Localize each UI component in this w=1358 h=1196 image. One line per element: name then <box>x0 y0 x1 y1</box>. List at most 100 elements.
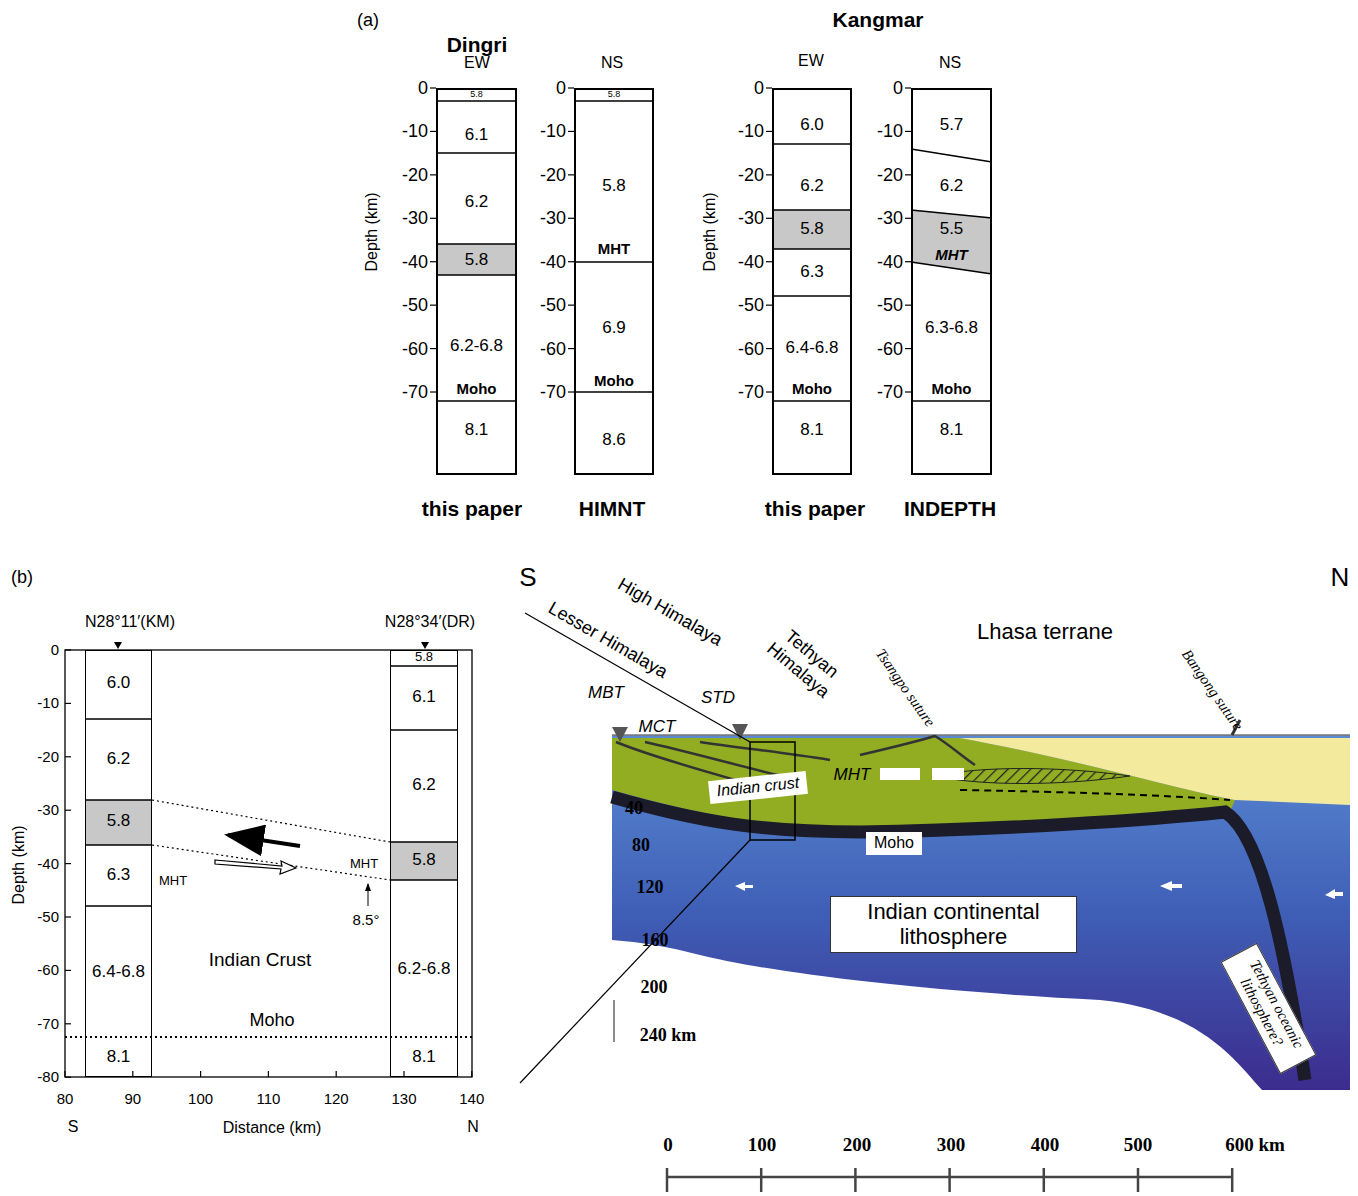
velocity-column: 5.76.25.5MHT6.3-6.8Moho8.1 <box>911 88 992 475</box>
figure-label: 120 <box>637 877 664 898</box>
figure-label: Kangmar <box>832 8 923 32</box>
figure-label: Bangong suture <box>1178 646 1247 734</box>
figure-label: -20 <box>877 165 903 186</box>
figure-label: -20 <box>37 748 59 765</box>
figure-label: 0 <box>754 78 764 99</box>
tick-mark <box>65 756 71 757</box>
figure-label: Tsangpo suture <box>872 646 938 730</box>
mht-bottom-line <box>152 845 390 880</box>
figure-label: N28°11′(KM) <box>85 613 175 631</box>
layer-value: 6.2-6.8 <box>391 960 457 979</box>
figure-label: NS <box>601 54 623 72</box>
figure-label: 200 <box>641 977 668 998</box>
figure-label: N28°34′(DR) <box>385 613 475 631</box>
figure-label: S <box>519 563 536 593</box>
figure-label: this paper <box>422 497 522 521</box>
figure-label: -50 <box>37 908 59 925</box>
figure-label: 80 <box>632 835 650 856</box>
velocity-column: 5.85.8MHT6.9Moho8.6 <box>574 88 654 475</box>
figure-label: -70 <box>877 382 903 403</box>
figure-label: -10 <box>402 121 428 142</box>
figure-label: MBT <box>588 683 624 703</box>
figure-label: (b) <box>11 567 33 588</box>
layer-value: 6.2 <box>86 750 151 769</box>
layer-value: Moho <box>576 373 652 390</box>
figure-label: 80 <box>57 1090 74 1107</box>
layer-value: MHT <box>576 241 652 258</box>
figure-label: -30 <box>877 208 903 229</box>
scale-bar <box>667 1168 1232 1192</box>
figure-label: -70 <box>402 382 428 403</box>
layer-value: 6.3 <box>86 866 151 885</box>
figure-label: -30 <box>738 208 764 229</box>
layer-value: 6.0 <box>86 674 151 693</box>
figure-label: Distance (km) <box>223 1119 322 1137</box>
tick-mark <box>336 1071 337 1077</box>
figure-label: -30 <box>540 208 566 229</box>
figure-label: 8.5° <box>353 911 380 928</box>
tick-mark <box>1231 1168 1234 1192</box>
figure-label: 100 <box>188 1090 213 1107</box>
figure-label: -40 <box>738 251 764 272</box>
figure-label: 200 <box>843 1134 872 1156</box>
layer-value: MHT <box>913 247 990 264</box>
layer-value: 8.1 <box>391 1048 457 1067</box>
figure-label: INDEPTH <box>904 497 996 521</box>
layer-value: 6.3-6.8 <box>913 319 990 338</box>
motion-arrow <box>228 835 300 846</box>
figure-label: High Himalaya <box>614 574 726 650</box>
region-name: Moho <box>873 834 915 852</box>
figure-label: Depth (km) <box>10 825 28 904</box>
figure-label: -50 <box>540 295 566 316</box>
layer-value: 5.5 <box>913 220 990 239</box>
figure-label: 100 <box>748 1134 777 1156</box>
figure-label: EW <box>464 54 490 72</box>
layer-value: 6.2 <box>774 177 850 196</box>
figure-label: -60 <box>877 338 903 359</box>
layer-value: Moho <box>774 381 850 398</box>
velocity-column: 6.06.25.86.36.4-6.8Moho8.1 <box>772 88 852 475</box>
tick-mark <box>65 863 71 864</box>
tick-mark <box>65 916 71 917</box>
figure-label: -70 <box>540 382 566 403</box>
figure-label: Indian Crust <box>209 949 311 971</box>
figure-label: -20 <box>540 165 566 186</box>
figure-label: -40 <box>37 855 59 872</box>
figure-label: 40 <box>625 798 643 819</box>
figure-label: -40 <box>402 251 428 272</box>
figure-label: 400 <box>1031 1134 1060 1156</box>
figure-label: 0 <box>51 641 59 658</box>
figure-label: -50 <box>402 295 428 316</box>
layer-value: 6.1 <box>391 688 457 707</box>
figure-label: 0 <box>418 78 428 99</box>
figure-label: MHT <box>159 874 187 889</box>
figure-label: -60 <box>402 338 428 359</box>
velocity-column: 6.06.25.86.36.4-6.88.1 <box>85 650 152 1077</box>
figure-label: 240 km <box>640 1025 697 1046</box>
figure-label: 90 <box>124 1090 141 1107</box>
motion-arrow-hollow <box>215 860 296 874</box>
layer-value: 8.6 <box>576 431 652 450</box>
figure-label: -20 <box>738 165 764 186</box>
layer-value: 5.8 <box>438 90 515 100</box>
layer-value: 8.1 <box>86 1048 151 1067</box>
layer-value: 6.3 <box>774 263 850 282</box>
figure-label: 300 <box>937 1134 966 1156</box>
layer-value: 5.7 <box>913 116 990 135</box>
figure-label: Tethyan Himalaya <box>761 620 849 703</box>
figure-label: -40 <box>540 251 566 272</box>
figure-label: 110 <box>256 1090 280 1107</box>
layer-value: 5.8 <box>391 650 457 664</box>
figure-label: N <box>467 1118 479 1136</box>
layer-value: 6.4-6.8 <box>774 339 850 358</box>
cross-section <box>520 613 1350 1090</box>
layer-value: 6.9 <box>576 319 652 338</box>
figure-label: -60 <box>540 338 566 359</box>
tick-mark <box>200 1071 201 1077</box>
tick-mark <box>268 1071 269 1077</box>
velocity-column: 5.86.16.25.86.2-6.88.1 <box>390 650 458 1077</box>
layer-value: 5.8 <box>438 251 515 270</box>
figure-label: this paper <box>765 497 865 521</box>
layer-value: 6.2-6.8 <box>438 337 515 356</box>
station-marker <box>421 642 429 649</box>
